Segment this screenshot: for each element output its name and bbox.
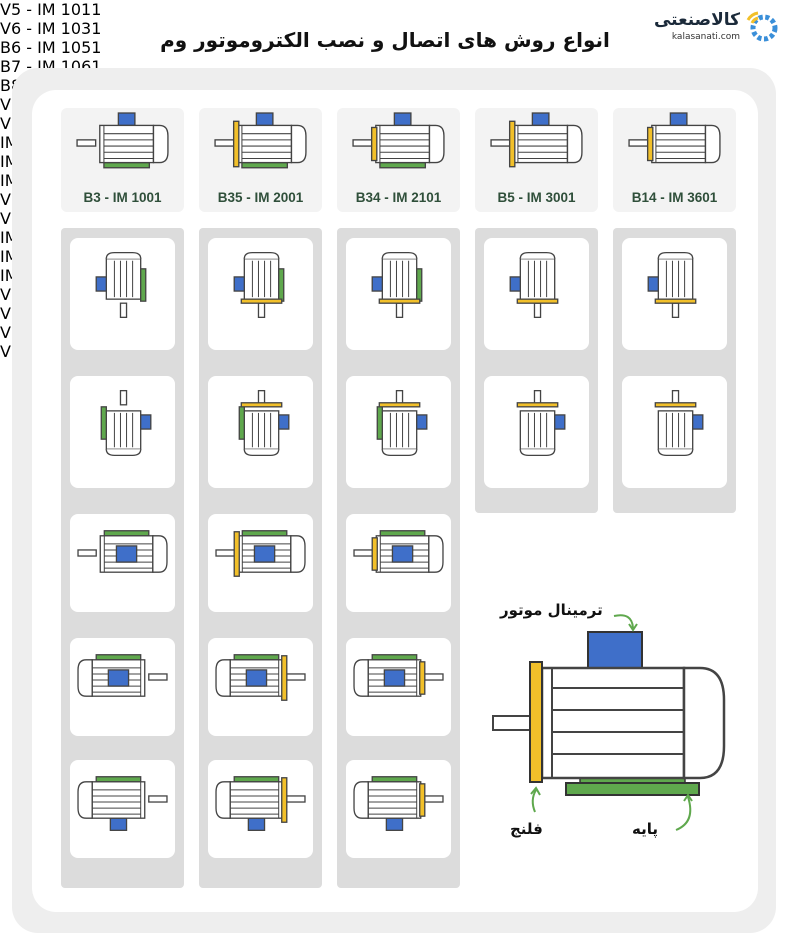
page-title: انواع روش های اتصال و نصب الکتروموتور وم [160, 28, 610, 52]
motor-icon [77, 776, 168, 831]
motor-icon [371, 251, 423, 319]
base-label: پایه [632, 820, 658, 838]
logo-domain: kalasanati.com [671, 32, 740, 42]
motor-icon [215, 654, 306, 701]
mounting-code-label: B35 - IM 2001 [217, 190, 304, 205]
motor-icon [353, 530, 444, 573]
brand-logo: کالاصنعتی kalasanati.com [650, 8, 780, 48]
mounting-code-label: B14 - IM 3601 [631, 190, 718, 205]
motor-icon [77, 654, 168, 697]
motor-icon [353, 654, 444, 697]
motor-icon [353, 776, 444, 831]
gear-icon [746, 11, 778, 42]
labeled-motor-diagram [492, 614, 726, 831]
motor-icon [233, 251, 285, 319]
mounting-code-label: B6 - IM 1051 [0, 38, 102, 57]
motor-icon [214, 112, 307, 169]
motor-icon [238, 389, 290, 457]
motor-icon [352, 112, 445, 169]
motor-icon [215, 530, 306, 577]
motor-icon [516, 389, 566, 457]
motor-icon [509, 251, 559, 319]
motor-icon [100, 389, 152, 457]
mounting-code-label: B34 - IM 2101 [355, 190, 442, 205]
mounting-code-label: B5 - IM 3001 [497, 190, 576, 205]
motor-icon [95, 251, 147, 319]
mounting-code-label: V5 - IM 1011 [0, 0, 102, 19]
motor-icon [654, 389, 704, 457]
motor-icon [376, 389, 428, 457]
terminal-label: ترمینال موتور [500, 601, 603, 619]
logo-text: کالاصنعتی [653, 10, 740, 30]
motor-icon [76, 112, 169, 169]
mounting-code-label: B3 - IM 1001 [83, 190, 162, 205]
motor-icon [628, 112, 721, 164]
motor-icon [490, 112, 583, 168]
mounting-code-label: V6 - IM 1031 [0, 19, 102, 38]
flange-label: فلنج [510, 820, 543, 838]
motor-icon [647, 251, 697, 319]
motor-icon [77, 530, 168, 573]
motor-icon [215, 776, 306, 831]
